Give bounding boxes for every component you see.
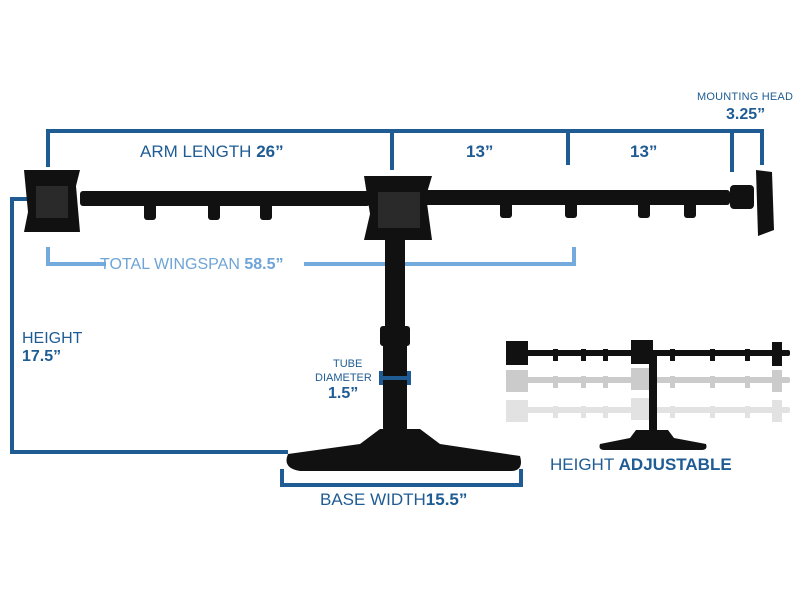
arm-length-label: ARM LENGTH 26”: [140, 143, 284, 160]
center-vesa-plate: [364, 176, 432, 240]
height-value: 17.5”: [22, 348, 62, 365]
height-adjustable-text: HEIGHT: [550, 455, 614, 474]
arm-length-text: ARM LENGTH: [140, 142, 252, 161]
ghost-position-1: [506, 368, 790, 392]
mounting-head-value: 3.25”: [726, 106, 766, 123]
ghost-position-2: [506, 398, 790, 422]
left-vesa-plate: [24, 170, 80, 232]
height-adjustable-inset: [506, 340, 790, 450]
cable-clips: [144, 190, 696, 220]
total-wingspan-value: 58.5”: [244, 256, 284, 273]
base-width-label: BASE WIDTH15.5”: [320, 491, 467, 508]
total-wingspan-label: TOTAL WINGSPAN 58.5”: [100, 257, 283, 273]
segment-2-label: 13”: [630, 143, 657, 160]
base-width-text: BASE WIDTH: [320, 490, 426, 509]
triple-monitor-stand: [24, 170, 774, 471]
stand-base: [286, 429, 521, 471]
base-width-bracket: [280, 469, 523, 487]
base-width-value: 15.5”: [425, 490, 468, 509]
segment-1-value: 13”: [466, 142, 494, 161]
arm-length-value: 26”: [256, 142, 284, 161]
tube-diameter-line2: DIAMETER: [315, 372, 372, 384]
left-arm: [80, 191, 370, 206]
height-adjustable-emphasis: ADJUSTABLE: [618, 455, 732, 474]
arm-length-bracket: [46, 129, 394, 170]
tube-diameter-value: 1.5”: [328, 385, 359, 402]
segment-1-label: 13”: [466, 143, 493, 160]
stand-pole-lower: [383, 344, 407, 430]
mounting-head-label: MOUNTING HEAD: [697, 91, 794, 103]
segment-2-value: 13”: [630, 142, 658, 161]
stand-pole-upper: [385, 226, 405, 336]
tube-diameter-marker: [379, 371, 411, 385]
dimension-lines: [10, 129, 764, 487]
height-bracket: [10, 197, 288, 454]
total-wingspan-text: TOTAL WINGSPAN: [100, 256, 240, 273]
tube-diameter-line1: TUBE: [333, 358, 363, 370]
stand-pole-collar: [380, 326, 410, 346]
height-label: HEIGHT: [22, 330, 83, 347]
right-mounting-head: [730, 170, 774, 236]
inset-stand: [506, 340, 790, 450]
mounting-head-bracket: [730, 129, 764, 165]
height-adjustable-label: HEIGHT ADJUSTABLE: [550, 456, 732, 473]
